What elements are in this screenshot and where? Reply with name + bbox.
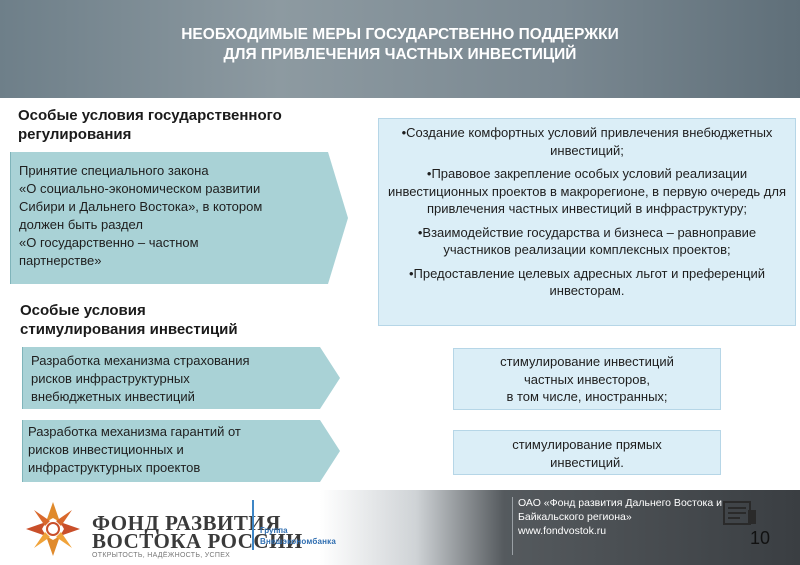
regulation-measures-box: •Создание комфортных условий привлечения… <box>378 118 796 326</box>
special-law-arrow <box>10 152 348 284</box>
footer-divider <box>512 497 513 555</box>
section-regulation-title-line2: регулирования <box>18 126 132 143</box>
insurance-text: Разработка механизма страхования рисков … <box>31 353 250 404</box>
guarantee-text: Разработка механизма гарантий от рисков … <box>28 424 241 475</box>
insurance-arrow <box>22 347 340 409</box>
direct-investment-box: стимулирование прямых инвестиций. <box>453 430 721 475</box>
private-investment-box: стимулирование инвестиций частных инвест… <box>453 348 721 410</box>
guarantee-arrow <box>22 420 340 482</box>
fund-name-line1: ФОНД РАЗВИТИЯ <box>92 511 281 535</box>
measure-item: •Взаимодействие государства и бизнеса – … <box>417 224 757 258</box>
page-number: 10 <box>750 528 771 548</box>
slide-footer <box>0 490 800 565</box>
group-name: Внешэкономбанка <box>260 537 337 546</box>
special-law-text: Принятие специального закона «О социальн… <box>19 163 263 268</box>
section-regulation-title: Особые условия государственного регулиро… <box>18 106 282 144</box>
section-stimulation-title-line1: Особые условия <box>20 302 146 319</box>
slide-header: НЕОБХОДИМЫЕ МЕРЫ ГОСУДАРСТВЕННО ПОДДЕРЖК… <box>0 0 800 98</box>
section-stimulation-title-line2: стимулирования инвестиций <box>20 321 238 338</box>
measure-item: •Правовое закрепление особых условий реа… <box>388 166 786 216</box>
document-icon <box>723 501 756 525</box>
logo-divider <box>252 500 254 550</box>
fund-logo-icon <box>26 502 80 556</box>
slide-title-line2: ДЛЯ ПРИВЛЕЧЕНИЯ ЧАСТНЫХ ИНВЕСТИЦИЙ <box>223 46 577 63</box>
slide-title: НЕОБХОДИМЫЕ МЕРЫ ГОСУДАРСТВЕННО ПОДДЕРЖК… <box>0 25 800 65</box>
fund-name-line2: ВОСТОКА РОССИИ <box>92 529 303 553</box>
group-label: Группа <box>260 526 288 535</box>
measure-item: •Создание комфортных условий привлечения… <box>401 125 773 158</box>
measure-item: •Предоставление целевых адресных льгот и… <box>408 265 766 299</box>
slide-title-line1: НЕОБХОДИМЫЕ МЕРЫ ГОСУДАРСТВЕННО ПОДДЕРЖК… <box>181 26 619 43</box>
section-regulation-title-line1: Особые условия государственного <box>18 107 282 124</box>
section-stimulation-title: Особые условия стимулирования инвестиций <box>20 301 238 339</box>
fund-tagline: ОТКРЫТОСТЬ, НАДЁЖНОСТЬ, УСПЕХ <box>92 552 231 559</box>
company-info: ОАО «Фонд развития Дальнего Востока и Ба… <box>518 497 723 537</box>
